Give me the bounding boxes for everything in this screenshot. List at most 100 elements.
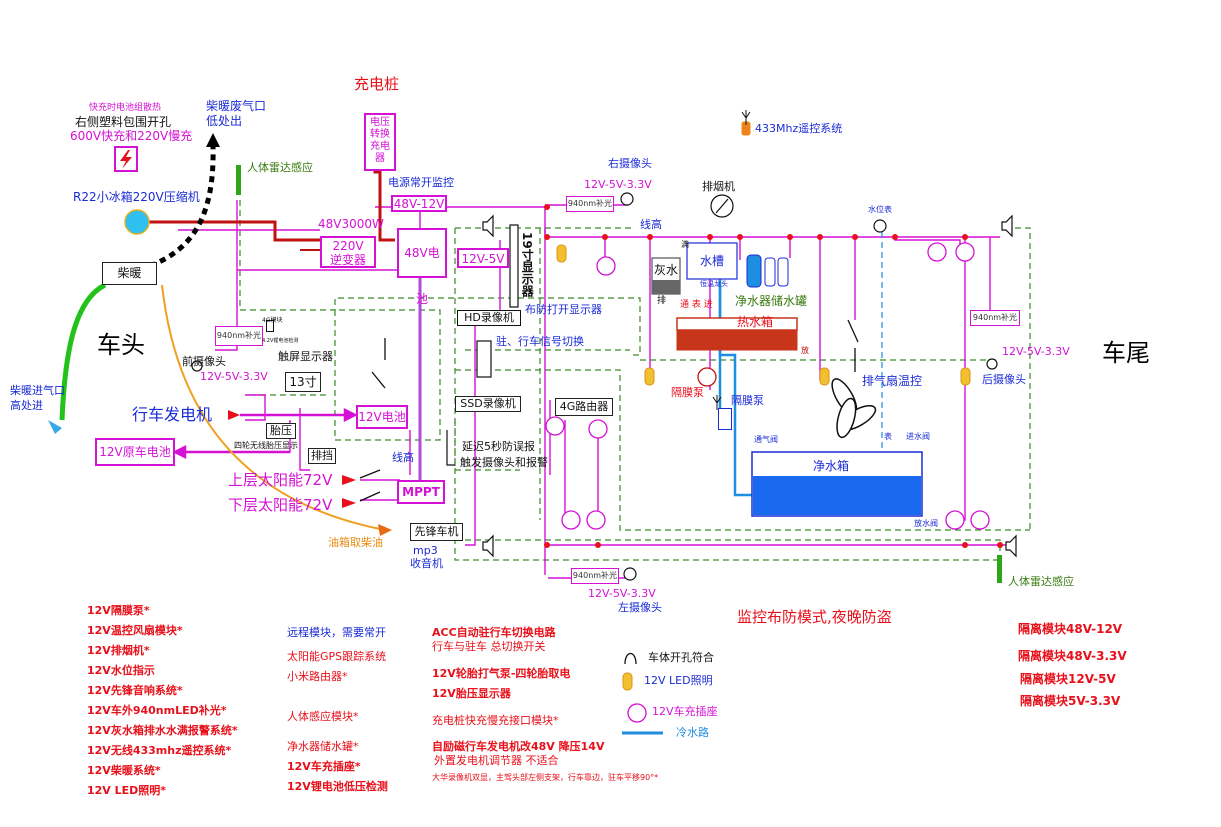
list-item: 12V柴暖系统* [87,764,161,777]
red-arrows [228,410,356,508]
list-item: 隔离模块48V-12V [1018,622,1123,636]
list-item: 12V LED照明* [87,784,167,797]
hot-tank-label: 热水箱 [737,315,774,329]
tire-pump-label: 12V轮胎打气泵-四轮胎取电 [432,667,571,680]
heater-intake-2: 高处进 [10,399,43,412]
compressor-icon [124,209,150,235]
ir-940-rear: 940nm补光 [970,310,1020,326]
intake-arrow-icon [48,420,62,434]
ssd-recorder-box: SSD录像机 [455,396,521,412]
fuel-arrow-icon [378,524,392,536]
rear-label: 车尾 [1102,339,1150,367]
range-hood-label: 排烟机 [702,180,735,193]
list-item: 12V排烟机* [87,644,150,657]
antenna-icons [712,110,751,410]
list-item: 隔离模块48V-3.3V [1018,649,1127,663]
fast-charge-note-1: 右侧塑料包围开孔 [75,115,172,129]
drain-gray-label: 排 [657,296,667,306]
dcdc-48-12-box: 48V-12V [391,195,447,212]
pioneer-box: 先锋车机 [410,523,463,541]
list-item: 净水器储水罐* [287,740,359,753]
mp3-label: mp3 [413,544,438,557]
list-item: 12V锂电池低压检测 [287,780,388,793]
radio-label: 收音机 [410,557,443,570]
driving-generator-label: 行车发电机 [132,405,213,424]
battery-12v-box: 12V电池 [356,405,408,429]
speaker-icons [482,214,1017,558]
legend-led-label: 12V LED照明 [644,674,713,687]
radar-bar-top [236,165,241,195]
camera-icons [191,192,998,581]
socket-icons [545,242,990,723]
heater-exhaust-1: 柴暖废气口 [206,99,267,113]
body-radar-bottom: 人体雷达感应 [1008,575,1074,588]
list-item: 太阳能GPS跟踪系统 [287,650,387,663]
radar-bar-bottom [997,555,1002,583]
module-42v-small: 4.2V锂电池检测 [262,338,299,344]
lightning-icon [114,146,138,172]
junction-dots [544,204,1003,548]
tire-pressure-box: 胎压 [266,423,296,439]
exhaust-arrow-icon [206,133,220,147]
legend-socket-label: 12V车充插座 [652,705,718,718]
vent-valve-label: 通气阀 [754,435,778,444]
fuel-line [161,284,386,531]
list-item: 远程模块，需要常开 [287,626,386,639]
remote-433-label: 433Mhz遥控系统 [755,122,843,135]
front-camera-volt: 12V-5V-3.3V [200,370,268,383]
charger-pile-label: 充电桩 [354,75,400,93]
monitor-mode-label: 监控布防模式,夜晚防盗 [737,608,892,626]
recorder-note: 大华录像机双显，主驾头部左侧支架，行车靠边，驻车平移90°* [432,773,659,782]
drain-valve-label: 放水阀 [914,519,938,528]
battery-48-box: 48V电池 [397,228,447,306]
module-4g-icon [266,320,274,332]
compressor-label: R22小冰箱220V压缩机 [73,190,200,204]
list-item: 小米路由器* [287,670,348,683]
full-label: 满 [681,240,689,249]
legend-cold-label: 冷水路 [676,726,709,739]
heater-exhaust-2: 低处出 [206,114,243,128]
heater-intake-1: 柴暖进气口 [10,384,65,397]
upper-solar-label: 上层太阳能72V [228,471,333,489]
inverter-power-label: 48V3000W [318,217,384,231]
fast-charge-note-2: 600V快充和220V慢充 [70,129,193,143]
line-high-mid: 线高 [392,451,414,464]
rear-camera-volt: 12V-5V-3.3V [1002,345,1070,358]
water-level-meter: 水位表 [868,205,892,214]
drain-small-label: 放 [801,346,809,355]
display-19-bar [509,224,519,308]
front-camera-label: 前摄像头 [182,355,226,368]
diaphragm-pump-1: 隔膜泵 [671,386,704,399]
legend-hole-label: 车体开孔符合 [648,651,714,664]
router-4g-box: 4G路由器 [555,398,613,416]
body-radar-top: 人体雷达感应 [247,161,313,174]
touch-display-label: 触屏显示器 [278,350,333,363]
inlet-valve-label: 进水阀 [906,432,930,441]
right-camera-label: 右摄像头 [608,157,652,170]
rear-camera-label: 后摄像头 [982,373,1026,386]
list-item: 12V车外940nmLED补光* [87,704,227,717]
diaphragm-pump-2: 隔膜泵 [731,394,764,407]
purifier-tank-icon [746,254,789,288]
switch-icons [359,319,859,502]
list-item: 12V水位指示 [87,664,155,677]
left-camera-volt: 12V-5V-3.3V [588,587,656,600]
range-hood-icon [710,194,734,218]
faucet-label: 恒温龙头 [700,280,728,288]
power-monitor-label: 电源常开监控 [388,176,454,189]
delay-label-2: 触发摄像头和报警 [460,456,548,469]
line-high-top: 线高 [640,218,662,231]
voltage-converter-box: 电压转换充电器 [364,113,396,171]
sink-box [686,242,738,280]
gray-water-label: 灰水 [654,263,679,277]
legend-hole-icon [624,652,637,665]
acc-circuit-label: ACC自动驻行车切换电路 [432,626,556,639]
tire-display-label: 12V胎压显示器 [432,687,511,700]
list-item: 隔离模块12V-5V [1020,672,1116,686]
ir-940-front: 940nm补光 [215,326,263,346]
diaphragm-pump-icon [718,408,732,430]
car-battery-box: 12V原车电池 [95,438,175,466]
list-item: 12V无线433mhz遥控系统* [87,744,232,757]
left-camera-label: 左摄像头 [618,601,662,614]
